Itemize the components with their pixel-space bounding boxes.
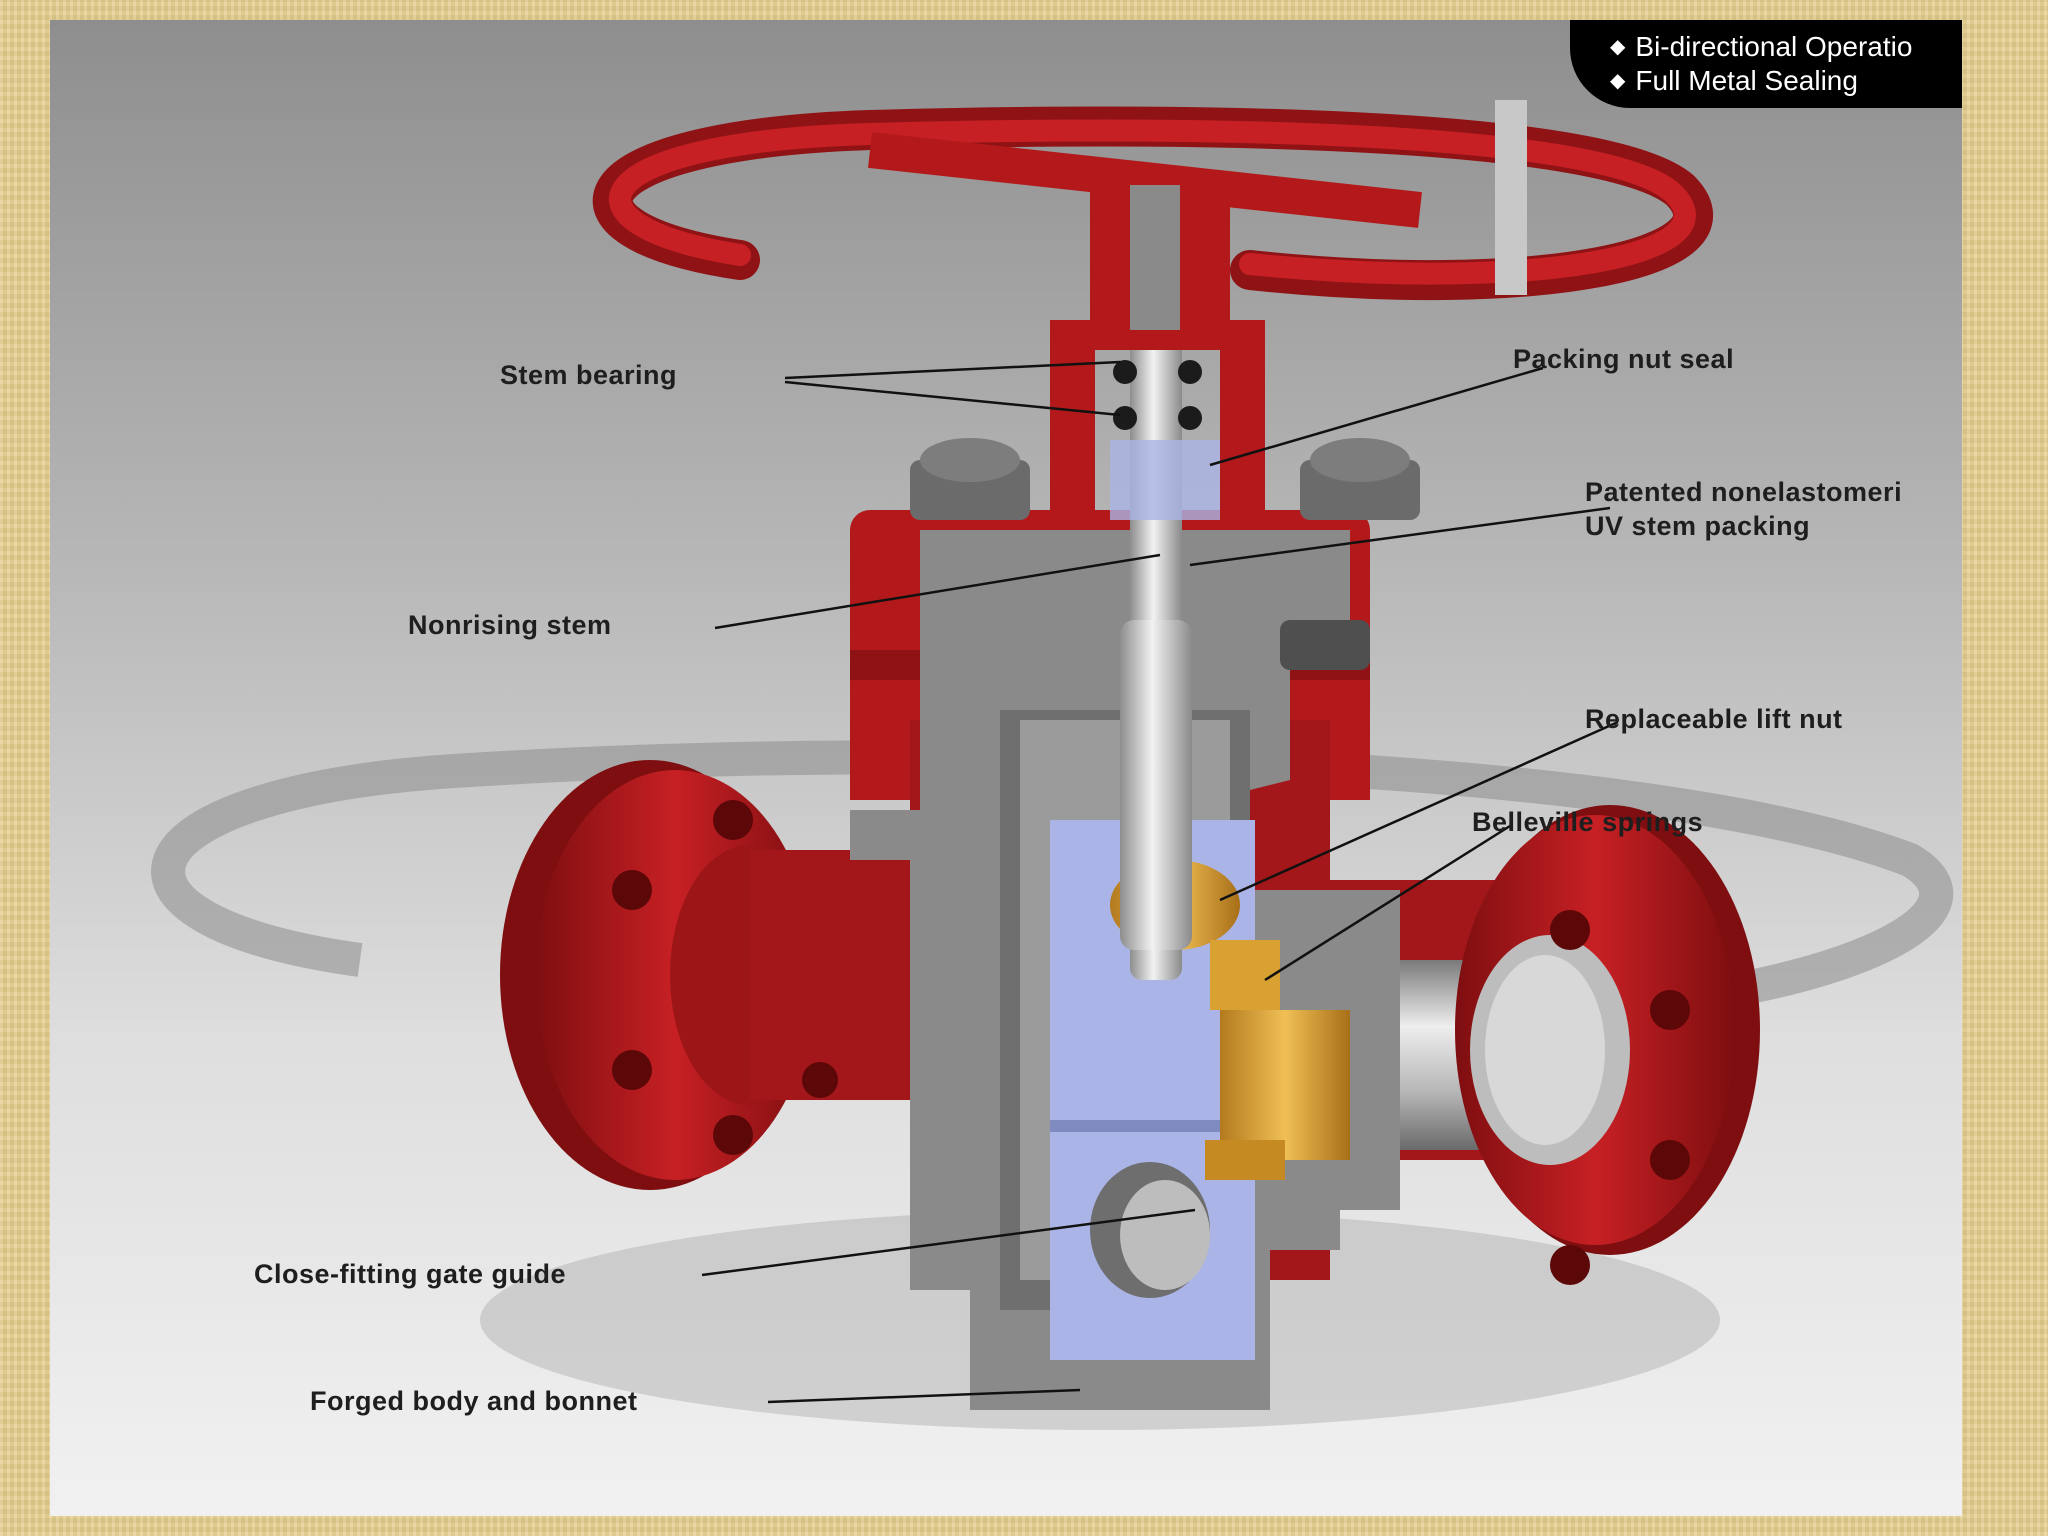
gate-valve-cutaway-illustration xyxy=(151,100,1953,1430)
leader-lift-nut xyxy=(1219,720,1619,902)
label-gate-guide: Close-fitting gate guide xyxy=(254,1259,566,1289)
label-patented-line1: Patented nonelastomeri xyxy=(1585,477,1903,507)
label-belleville-springs: Belleville springs xyxy=(1472,807,1704,837)
illustration-panel: ◆ Bi-directional Operatio ◆ Full Metal Sea… xyxy=(50,20,1962,1516)
feature-label: Full Metal Sealing xyxy=(1635,65,1858,96)
packing-housing xyxy=(1050,320,1265,520)
label-replaceable-lift-nut: Replaceable lift nut xyxy=(1585,704,1843,734)
feature-item: ◆ Full Metal Sealing xyxy=(1610,64,1962,98)
leader-patented-packing xyxy=(1189,506,1611,567)
label-forged-body: Forged body and bonnet xyxy=(310,1386,638,1416)
leader-packing-nut-seal xyxy=(1209,366,1544,467)
leader-stem-bearing-1 xyxy=(784,360,1121,380)
leader-nonrising-stem xyxy=(714,553,1161,630)
label-patented-line2: UV stem packing xyxy=(1585,511,1811,541)
feature-item: ◆ Bi-directional Operatio xyxy=(1610,30,1962,64)
label-packing-nut-seal: Packing nut seal xyxy=(1513,344,1735,374)
bullet-icon: ◆ xyxy=(1610,70,1626,92)
label-nonrising-stem: Nonrising stem xyxy=(408,610,612,640)
leader-stem-bearing-2 xyxy=(784,380,1121,417)
feature-label: Bi-directional Operatio xyxy=(1635,31,1913,62)
label-stem-bearing: Stem bearing xyxy=(500,360,678,390)
stem xyxy=(1120,241,1192,980)
leader-gate-guide xyxy=(701,1208,1196,1277)
features-callout: ◆ Bi-directional Operatio ◆ Full Metal Sea… xyxy=(1570,20,1962,108)
bullet-icon: ◆ xyxy=(1610,36,1626,58)
bonnet-bolts xyxy=(910,438,1420,670)
handwheel xyxy=(592,100,1713,335)
leader-belleville-springs xyxy=(1264,824,1511,982)
leader-lines xyxy=(701,360,1619,1404)
leader-forged-body xyxy=(767,1388,1081,1404)
